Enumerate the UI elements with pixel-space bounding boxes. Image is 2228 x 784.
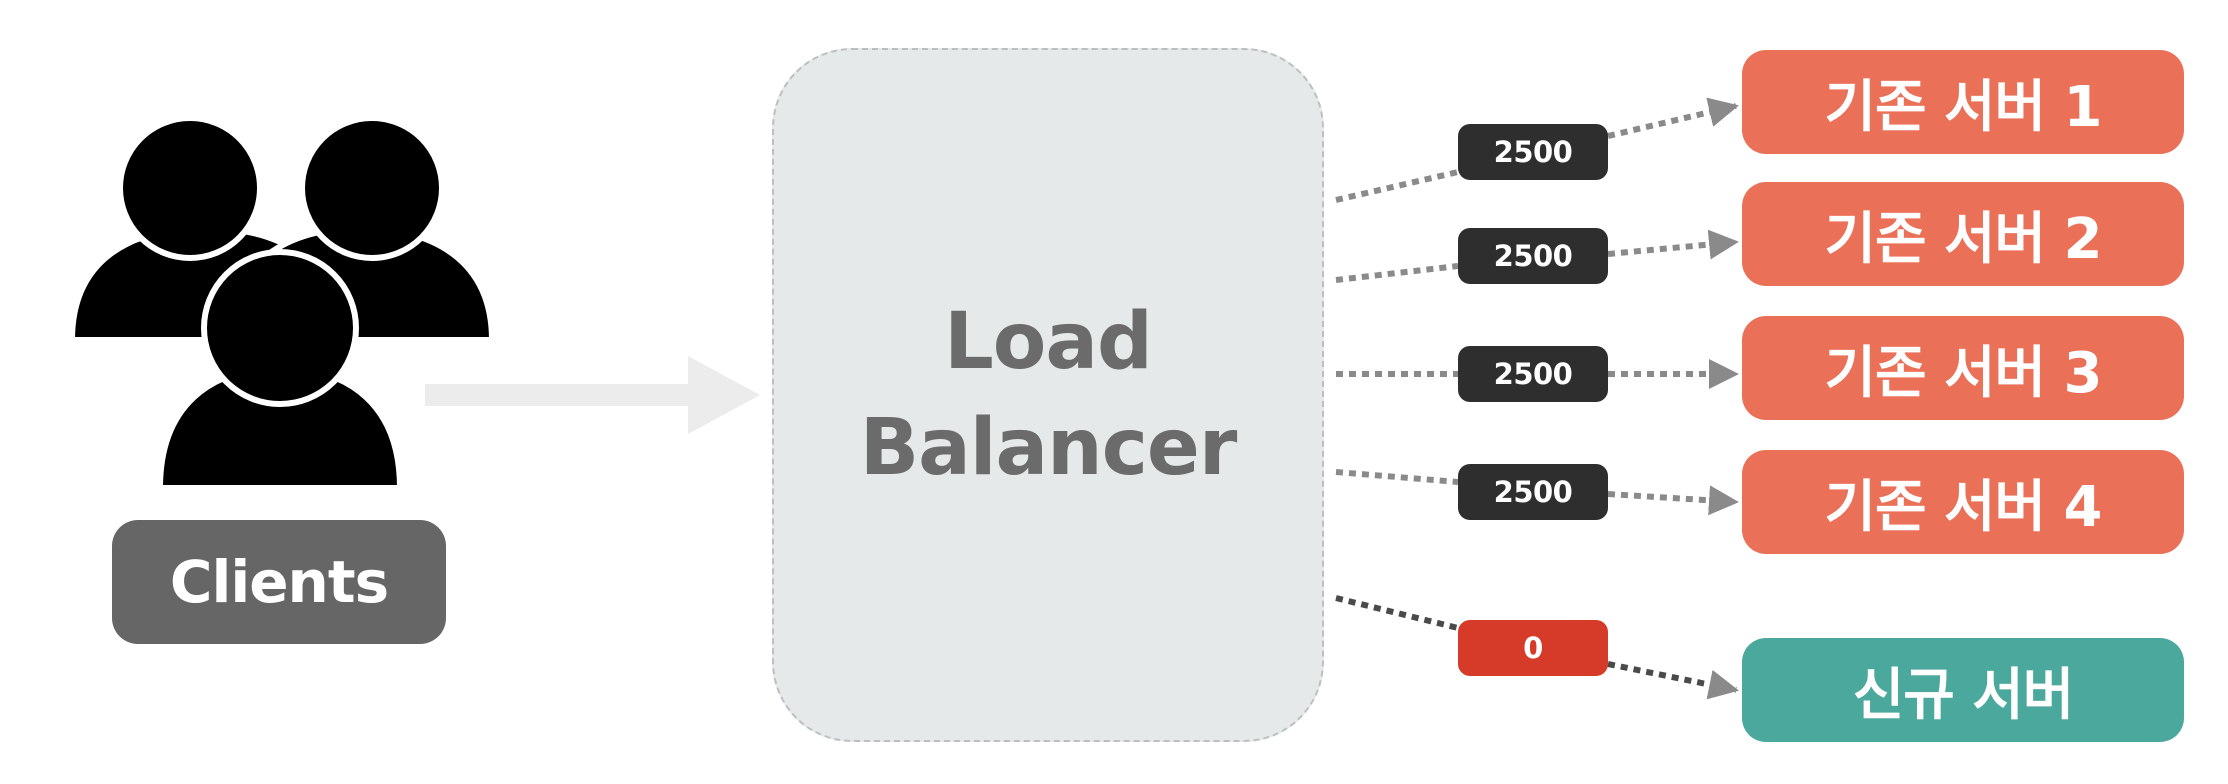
connector-server-4 (1335, 469, 1739, 516)
server-box-existing-4: 기존 서버 4 (1742, 450, 2184, 554)
server-box-existing-2: 기존 서버 2 (1742, 182, 2184, 286)
count-badge-server-4: 2500 (1458, 464, 1608, 520)
count-badge-server-1: 2500 (1458, 124, 1608, 180)
clients-to-lb-arrow (425, 356, 760, 434)
clients-label: Clients (112, 520, 446, 644)
count-badge-server-3: 2500 (1458, 346, 1608, 402)
connector-server-1 (1335, 97, 1739, 203)
load-balancer-box: Load Balancer (772, 48, 1324, 742)
server-box-new: 신규 서버 (1742, 638, 2184, 742)
load-balancer-title-line1: Load (944, 297, 1153, 387)
connector-server-2 (1335, 229, 1739, 283)
server-box-existing-3: 기존 서버 3 (1742, 316, 2184, 420)
connector-new-server (1335, 595, 1739, 700)
users-group-icon (68, 115, 496, 491)
count-badge-new-server: 0 (1458, 620, 1608, 676)
count-badge-server-2: 2500 (1458, 228, 1608, 284)
load-balancer-title: Load Balancer (859, 289, 1238, 501)
load-balancer-title-line2: Balancer (859, 403, 1238, 493)
server-box-existing-1: 기존 서버 1 (1742, 50, 2184, 154)
